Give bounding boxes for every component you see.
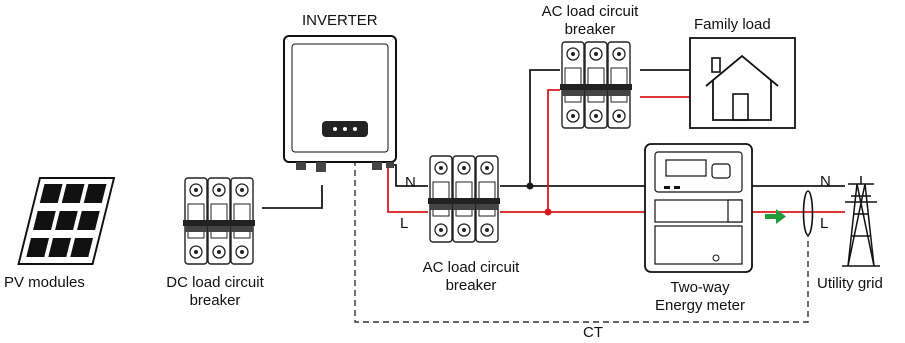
family-load-label: Family load <box>694 16 771 33</box>
ac-breaker-top-label-line1: AC load circuit <box>541 3 639 20</box>
energy-meter-label: Two-way Energy meter <box>630 279 770 315</box>
house-icon <box>689 37 796 129</box>
junction-dot-l <box>544 208 552 216</box>
current-transformer-icon <box>802 190 814 236</box>
solar-panel-icon <box>17 177 116 265</box>
inverter-icon <box>283 35 397 172</box>
breaker-icon <box>428 155 500 243</box>
dc-breaker-label: DC load circuit breaker <box>150 274 280 310</box>
ct-label: CT <box>583 324 603 341</box>
junction-dot-n <box>526 182 534 190</box>
ac-breaker-mid-label-line2: breaker <box>445 277 497 294</box>
transmission-tower-icon <box>842 176 880 267</box>
ac-breaker-top-label: AC load circuit breaker <box>525 3 655 39</box>
ac-breaker-top-label-line2: breaker <box>564 21 616 38</box>
ct-signal-wire <box>354 160 809 323</box>
breaker-icon <box>560 41 632 129</box>
dc-breaker-label-line1: DC load circuit <box>166 274 264 291</box>
arrow-right-icon <box>765 209 786 224</box>
ac-breaker-mid-label-line1: AC load circuit <box>422 259 520 276</box>
neutral-label-left: N <box>405 174 416 191</box>
ac-breaker-mid-label: AC load circuit breaker <box>406 259 536 295</box>
pv-modules-label: PV modules <box>4 274 85 291</box>
energy-meter-label-line2: Energy meter <box>654 297 746 314</box>
inverter-label: INVERTER <box>302 12 378 29</box>
line-wires <box>387 89 845 213</box>
line-label-right: L <box>820 215 829 232</box>
utility-grid-label: Utility grid <box>817 275 883 292</box>
energy-meter-label-line1: Two-way <box>670 279 730 296</box>
energy-meter-icon <box>644 143 753 273</box>
dc-breaker-label-line2: breaker <box>189 292 241 309</box>
line-label-left: L <box>400 215 409 232</box>
breaker-icon <box>183 177 255 265</box>
neutral-label-right: N <box>820 173 831 190</box>
